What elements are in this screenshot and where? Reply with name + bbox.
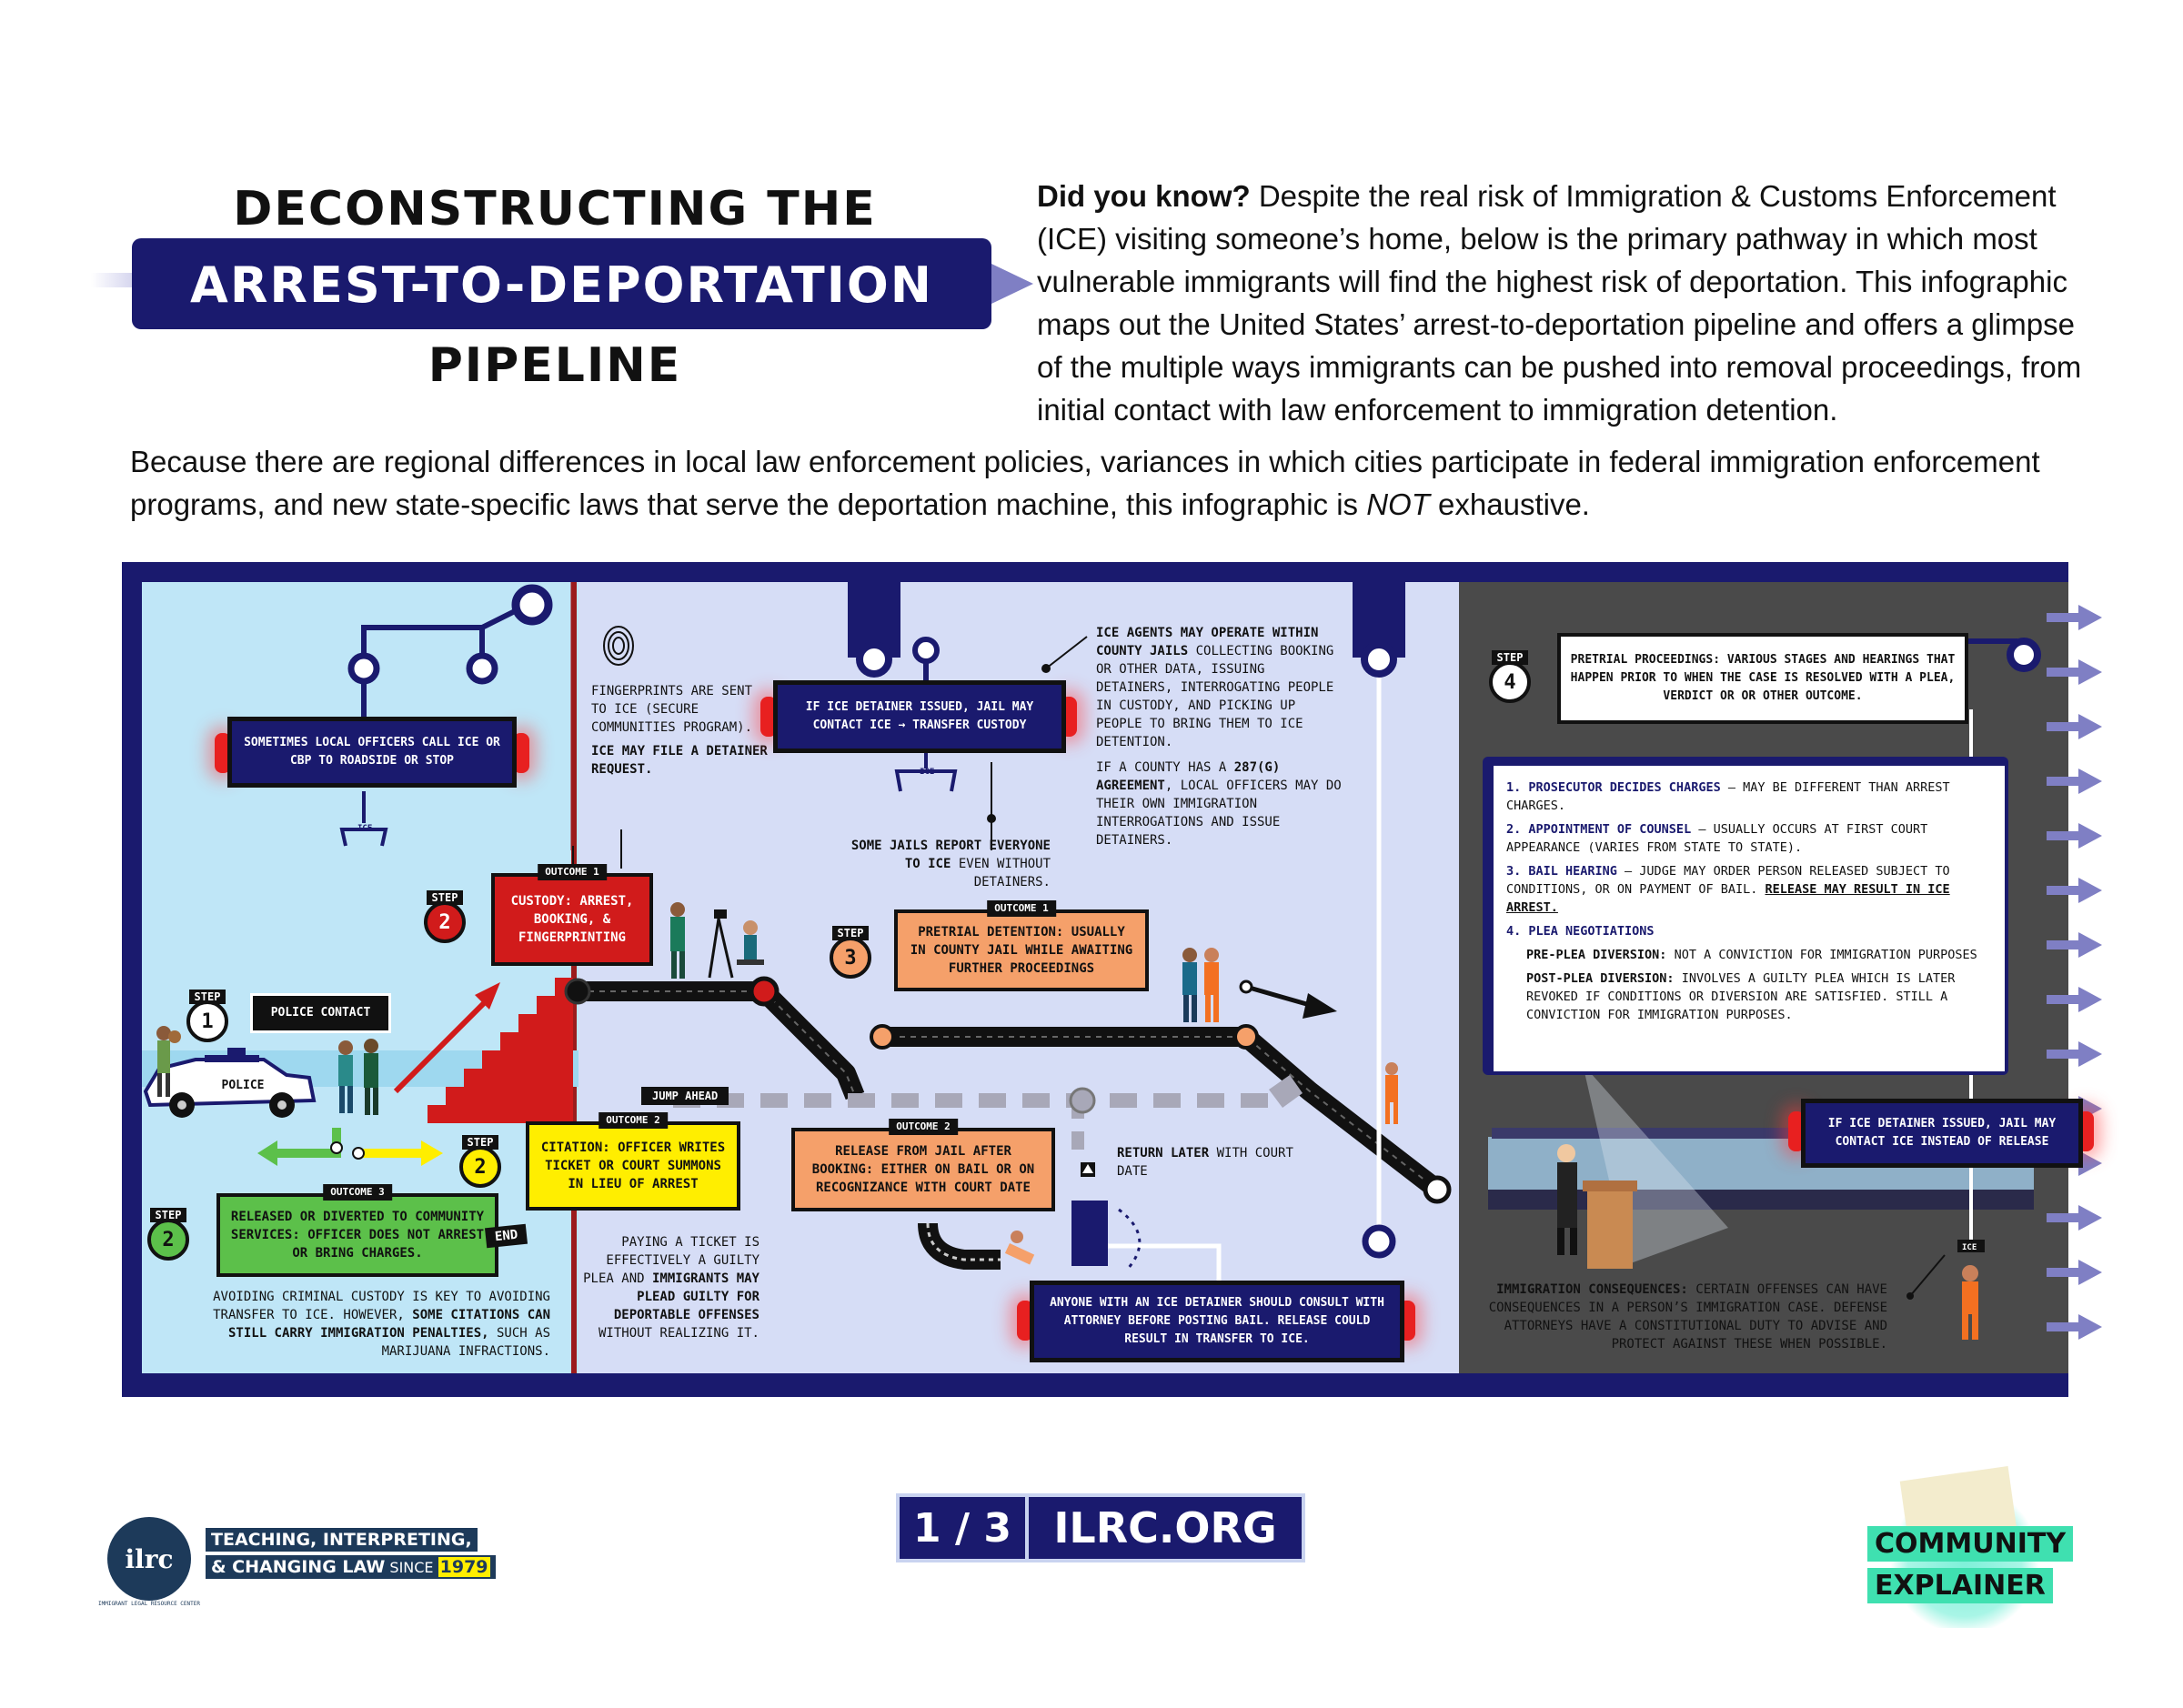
title-line-3: PIPELINE [428, 338, 682, 393]
svg-text:ICE: ICE [1962, 1243, 1977, 1252]
zone-divider [571, 582, 577, 1373]
return-later-note: Return later with court date [1117, 1146, 1293, 1179]
immigration-consequences-note: Immigration consequences: Certain offens… [1488, 1282, 1887, 1351]
fingerprint-note: Fingerprints are sent to ICE (Secure Com… [591, 684, 768, 777]
pretrial-detention-box: OUTCOME 1 Pretrial detention: usually in… [894, 900, 1149, 991]
ticket-note: Paying a ticket is effectively a guilty … [583, 1235, 760, 1341]
jump-ahead-label: JUMP AHEAD [641, 1087, 729, 1105]
page-number: 1 / 3 [900, 1497, 1029, 1559]
warning-light-icon [1017, 1301, 1033, 1341]
disclaimer-tail: exhaustive. [1429, 487, 1590, 521]
warning-light-icon [215, 733, 231, 773]
release-from-jail-box: OUTCOME 2 Release from jail after bookin… [791, 1119, 1055, 1211]
step-2-badge: STEP 2 [424, 888, 466, 943]
bail-warning-box: Anyone with an ICE detainer should consu… [1030, 1281, 1404, 1362]
police-contact-box: Police contact [250, 993, 391, 1033]
svg-text:ICE: ICE [357, 824, 372, 833]
detainer-box-1: If ICE detainer issued, jail may contact… [773, 680, 1066, 753]
custody-box: OUTCOME 1 Custody: arrest, booking, & fi… [491, 864, 653, 966]
title-banner: ARREST-TO-DEPORTATION [91, 238, 1033, 329]
ice-agents-note: ICE agents may operate within county jai… [1096, 626, 1342, 848]
intro-text: Despite the real risk of Immigration & C… [1037, 179, 2082, 427]
warning-light-icon [513, 733, 529, 773]
warning-light-icon [760, 697, 777, 737]
ilrc-logo-ring: IMMIGRANT LEGAL RESOURCE CENTER [98, 1601, 200, 1607]
end-badge: END [484, 1223, 528, 1249]
detainer-box-2: If ICE detainer issued, jail may contact… [1801, 1099, 2083, 1168]
step-2-citation-badge: STEP 2 [459, 1132, 501, 1188]
title-line-1: DECONSTRUCTING THE [233, 182, 877, 236]
release-diverted-box: OUTCOME 3 Released or diverted to commun… [216, 1184, 498, 1277]
pretrial-proceedings-box: Pretrial proceedings: various stages and… [1557, 633, 1968, 724]
ice-claw-icon [339, 791, 388, 847]
tagline: TEACHING, INTERPRETING, & CHANGING LAW S… [206, 1528, 496, 1579]
intro-paragraph: Did you know? Despite the real risk of I… [1037, 175, 2092, 431]
police-car-label: POLICE [211, 1079, 275, 1092]
step-3-badge: STEP 3 [830, 923, 871, 979]
intro-lead: Did you know? [1037, 179, 1251, 213]
avoid-custody-note: Avoiding criminal custody is key to avoi… [213, 1290, 550, 1359]
pipe-network-icon [361, 602, 529, 732]
disclaimer-paragraph: Because there are regional differences i… [130, 440, 2077, 526]
svg-text:ICE: ICE [920, 768, 934, 777]
community-explainer-badge: COMMUNITY EXPLAINER [1860, 1465, 2078, 1655]
staircase-icon [393, 978, 573, 1123]
title-arrow-icon [991, 264, 1033, 304]
jails-report-note: Some jails report everyone to ICE even w… [850, 839, 1051, 889]
pretrial-steps-list: 1. Prosecutor decides charges – may be d… [1494, 766, 2005, 1071]
step-2-release-badge: STEP 2 [147, 1205, 189, 1261]
fingerprint-icon [603, 626, 634, 666]
site-link[interactable]: ILRC.ORG [1053, 1503, 1277, 1552]
disclaimer-text: Because there are regional differences i… [130, 445, 2040, 521]
page-indicator: 1 / 3 ILRC.ORG [896, 1493, 1305, 1562]
title-line-2: ARREST-TO-DEPORTATION [190, 256, 933, 314]
step-4-badge: STEP 4 [1489, 648, 1531, 703]
disclaimer-emphasis: NOT [1366, 487, 1430, 521]
citation-box: OUTCOME 2 Citation: officer writes ticke… [526, 1112, 740, 1211]
ilrc-logo: ilrc [107, 1517, 191, 1601]
warning-light-icon [1788, 1111, 1805, 1151]
step-1-badge: STEP 1 [186, 987, 228, 1042]
